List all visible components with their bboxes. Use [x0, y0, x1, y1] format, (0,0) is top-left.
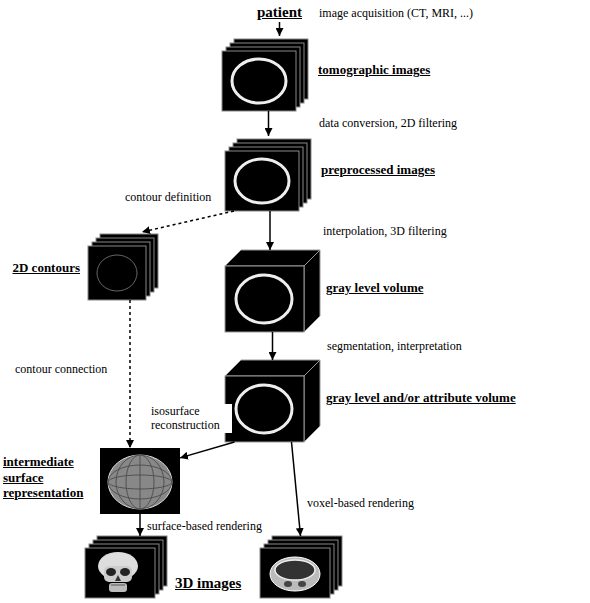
voxel-render: [270, 557, 320, 591]
surface-mesh: intermediate surface representation: [100, 448, 180, 514]
edge-label: segmentation, interpretation: [326, 339, 463, 353]
edge-label: isosurface reconstruction: [150, 404, 232, 433]
contour: [97, 255, 137, 291]
edge-label: surface-based rendering: [146, 519, 263, 533]
rendered-stack: [85, 536, 167, 598]
process-arrow: [180, 442, 235, 458]
cut-plane: [275, 560, 315, 580]
jaw: [109, 583, 127, 592]
edge-label: voxel-based rendering: [306, 496, 415, 510]
volume-cube: gray level and/or attribute volume: [225, 360, 320, 442]
volume-cube: gray level volume: [225, 250, 320, 332]
volume-cube: [225, 250, 320, 332]
process-arrow: [292, 442, 301, 536]
process-arrow: [269, 211, 271, 250]
contour-stack: [88, 234, 158, 300]
skull-render: [98, 552, 138, 592]
face: [104, 566, 132, 582]
edge-label: interpolation, 3D filtering: [322, 224, 448, 238]
mesh-line: [116, 455, 164, 509]
image-stack: preprocessed images: [225, 136, 315, 211]
process-arrow: [279, 22, 281, 36]
process-arrow: [268, 111, 270, 136]
node-label: 3D images: [175, 574, 241, 592]
slice: [88, 246, 146, 300]
cube-front: [225, 266, 304, 332]
patient-label: patient: [255, 2, 304, 22]
slice: [222, 51, 296, 111]
nose: [115, 575, 121, 581]
eye-socket: [284, 581, 292, 587]
edge-label: data conversion, 2D filtering: [318, 116, 458, 130]
slice: [225, 151, 299, 211]
node-label: tomographic images: [318, 62, 430, 78]
eye-socket: [106, 568, 116, 576]
node-label: intermediate surface representation: [3, 454, 97, 501]
process-arrow: [139, 514, 141, 536]
cube-front: [225, 376, 304, 442]
slice: [85, 548, 155, 598]
skull-section: [232, 59, 286, 103]
surface-mesh: [100, 448, 180, 514]
node-label: preprocessed images: [321, 162, 435, 178]
cut-skull: [270, 557, 320, 591]
image-stack: tomographic images: [222, 36, 312, 111]
cube-side: [304, 250, 320, 332]
dotted-arrow: [142, 211, 234, 232]
dotted-arrow: [129, 300, 131, 448]
mesh-surface: [108, 455, 172, 509]
contour-stack: 2D contours: [88, 232, 160, 300]
mesh-ground: [100, 448, 180, 514]
slice: [260, 548, 330, 598]
mesh-line: [140, 455, 141, 509]
image-group: 3D images: [75, 536, 350, 598]
mesh-line: [126, 455, 154, 509]
cube-side: [304, 360, 320, 442]
node-label: 2D contours: [12, 260, 80, 276]
edge-label: contour definition: [124, 190, 212, 204]
node-label: gray level volume: [326, 280, 423, 296]
rendered-stack: [260, 536, 342, 598]
preprocessed-stack: [225, 139, 311, 211]
process-arrow: [272, 332, 274, 360]
skull-section: [236, 385, 292, 433]
eye-socket: [120, 568, 130, 576]
skull-section: [236, 275, 292, 323]
edge-label: image acquisition (CT, MRI, ...): [318, 6, 474, 20]
node-label: patient: [255, 2, 304, 22]
eye-socket: [298, 581, 306, 587]
skull-section: [235, 159, 289, 203]
edge-label: contour connection: [14, 362, 108, 376]
tomographic-stack: [222, 39, 308, 111]
volume-cube: [225, 360, 320, 442]
node-label: gray level and/or attribute volume: [326, 390, 516, 406]
teeth: [111, 585, 125, 586]
